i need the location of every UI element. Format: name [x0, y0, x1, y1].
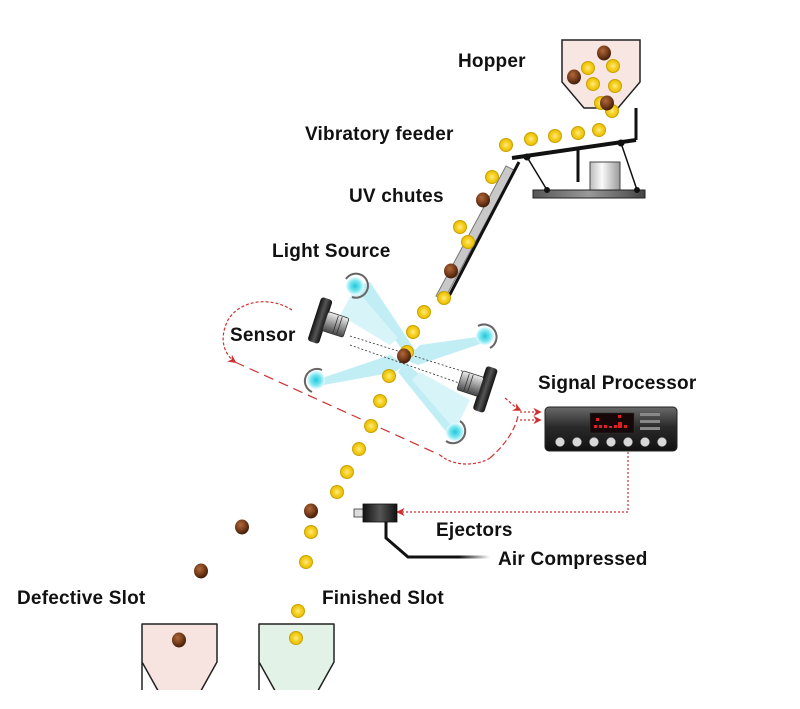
- defective-item: [600, 95, 614, 111]
- label-uv-chutes: UV chutes: [349, 186, 444, 207]
- good-item: [417, 305, 431, 319]
- good-item: [304, 525, 318, 539]
- defective-item: [235, 519, 249, 535]
- label-vibratory-feeder: Vibratory feeder: [305, 124, 454, 145]
- good-item: [299, 555, 313, 569]
- defective-item: [567, 69, 581, 85]
- label-ejectors: Ejectors: [436, 520, 513, 541]
- good-item: [608, 79, 622, 93]
- vibratory-feeder: [511, 108, 646, 199]
- good-item: [373, 394, 387, 408]
- label-finished-slot: Finished Slot: [322, 588, 444, 609]
- good-item: [581, 61, 595, 75]
- uv-chute: [435, 161, 521, 301]
- ejector: [353, 503, 398, 523]
- label-hopper: Hopper: [458, 51, 526, 72]
- good-item: [382, 369, 396, 383]
- defective-item: [172, 632, 186, 648]
- sensor-camera-1: [308, 297, 350, 344]
- good-item: [571, 126, 585, 140]
- good-item: [437, 291, 451, 305]
- good-item: [524, 132, 538, 146]
- defective-item: [194, 563, 208, 579]
- label-air-compressed: Air Compressed: [498, 549, 648, 570]
- good-item: [340, 465, 354, 479]
- defective-item: [597, 45, 611, 61]
- defective-item: [476, 192, 490, 208]
- good-item: [548, 129, 562, 143]
- good-item: [606, 59, 620, 73]
- label-sensor: Sensor: [230, 325, 296, 346]
- label-defective-slot: Defective Slot: [17, 588, 146, 609]
- light-source-2: [476, 323, 498, 349]
- good-item: [291, 604, 305, 618]
- good-item: [330, 485, 344, 499]
- good-item: [352, 442, 366, 456]
- signal-paths: [222, 301, 629, 517]
- air-line: [384, 522, 490, 559]
- defective-item: [444, 263, 458, 279]
- label-signal-processor: Signal Processor: [538, 373, 697, 394]
- good-item: [586, 77, 600, 91]
- good-item: [499, 138, 513, 152]
- label-light-source: Light Source: [272, 241, 391, 262]
- light-beams: [316, 282, 486, 434]
- light-source-3: [303, 367, 325, 393]
- signal-processor: [544, 406, 678, 452]
- light-source-4: [445, 420, 467, 445]
- good-item: [406, 325, 420, 339]
- sensor-camera-2: [456, 366, 498, 413]
- items-layer: [172, 45, 622, 648]
- good-item: [461, 235, 475, 249]
- good-item: [289, 631, 303, 645]
- defective-item: [397, 348, 411, 364]
- defective-item: [304, 503, 318, 519]
- good-item: [485, 170, 499, 184]
- good-item: [453, 220, 467, 234]
- good-item: [592, 123, 606, 137]
- light-source-1: [345, 272, 369, 299]
- defective-bin: [141, 623, 218, 699]
- good-item: [364, 419, 378, 433]
